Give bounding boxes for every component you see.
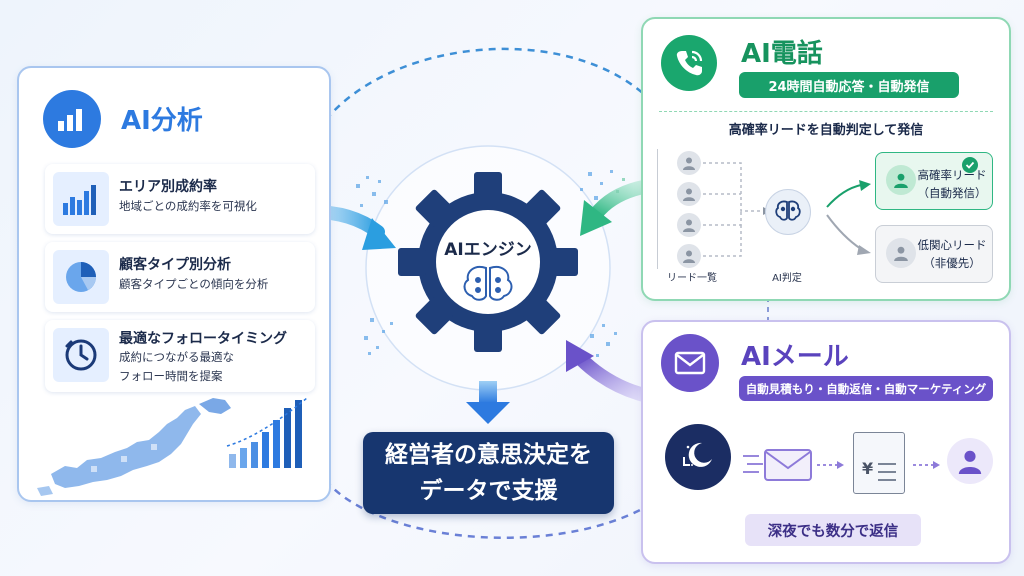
feature-title: 最適なフォロータイミング xyxy=(119,331,287,347)
banner-line-2: データで支援 xyxy=(419,478,558,504)
phone-badge: 24時間自動応答・自動発信 xyxy=(739,72,959,98)
low-interest-lead-box: 低関心リード （非優先） xyxy=(875,225,993,283)
analytics-bar-chart-icon xyxy=(43,90,101,148)
phone-subtitle: 高確率リードを自動判定して発信 xyxy=(728,123,924,138)
yen-symbol: ¥ xyxy=(862,459,874,478)
ai-phone-title: AI電話 xyxy=(741,39,823,69)
feature-title: 顧客タイプ別分析 xyxy=(119,257,231,273)
bar-chart-icon xyxy=(53,172,109,226)
mail-flow xyxy=(743,449,940,481)
quote-document-icon: ¥ xyxy=(853,432,905,494)
feature-follow-timing: 最適なフォロータイミング 成約につながる最適な フォロー時間を提案 xyxy=(45,320,315,392)
phone-icon xyxy=(661,35,717,91)
down-arrow-stem xyxy=(479,381,497,403)
feature-customer-type: 顧客タイプ別分析 顧客タイプごとの傾向を分析 xyxy=(45,242,315,312)
ai-analysis-panel: AI分析 エリア別成約率 地域ごとの成約率を可視化 顧客タイプ別分析 顧客タイプ… xyxy=(17,66,331,502)
high-lead-person-icon xyxy=(886,165,916,195)
check-icon xyxy=(962,157,978,173)
customer-person-icon xyxy=(947,438,993,484)
lead-person-icon xyxy=(677,182,701,206)
lead-list-label: リード一覧 xyxy=(667,273,717,284)
ai-judge-label: AI判定 xyxy=(772,273,802,284)
ai-judge-brain-icon xyxy=(765,189,811,235)
low-lead-person-icon xyxy=(886,238,916,268)
pie-chart-icon xyxy=(53,250,109,304)
ai-mail-panel: AIメール 自動見積もり・自動返信・自動マーケティング ¥ 深夜でも数分で返信 xyxy=(641,320,1011,564)
clock-icon xyxy=(53,328,109,382)
high-probability-lead-box: 高確率リード （自動発信） xyxy=(875,152,993,210)
feature-area-conversion: エリア別成約率 地域ごとの成約率を可視化 xyxy=(45,164,315,234)
mail-icon xyxy=(661,334,719,392)
ai-mail-title: AIメール xyxy=(741,342,849,372)
lead-person-icon xyxy=(677,244,701,268)
high-lead-label: 高確率リード xyxy=(917,168,987,182)
feature-title: エリア別成約率 xyxy=(119,179,217,195)
banner-line-1: 経営者の意思決定を xyxy=(385,442,592,468)
feature-desc-line1: 成約につながる最適な xyxy=(119,350,234,364)
mail-footer-badge: 深夜でも数分で返信 xyxy=(745,514,921,546)
decision-support-banner: 経営者の意思決定を データで支援 xyxy=(363,432,614,514)
ai-analysis-title: AI分析 xyxy=(121,106,203,136)
feature-desc: 地域ごとの成約率を可視化 xyxy=(119,199,257,213)
down-arrow-head xyxy=(466,402,510,424)
mail-badge: 自動見積もり・自動返信・自動マーケティング xyxy=(739,376,993,401)
feature-desc-line2: フォロー時間を提案 xyxy=(119,369,223,383)
feature-desc: 顧客タイプごとの傾向を分析 xyxy=(119,277,269,291)
ai-phone-panel: AI電話 24時間自動応答・自動発信 高確率リードを自動判定して発信 リード一覧… xyxy=(641,17,1011,301)
lead-person-icon xyxy=(677,151,701,175)
envelope-icon xyxy=(764,449,812,481)
low-lead-sub: （非優先） xyxy=(923,256,981,270)
data-particles xyxy=(356,170,617,357)
dashed-ring-top xyxy=(316,47,646,131)
ai-engine-label: AIエンジン xyxy=(444,240,532,260)
dashed-ring-bottom xyxy=(316,469,641,539)
ai-engine-gear xyxy=(398,172,578,352)
lead-person-icon xyxy=(677,213,701,237)
japan-map-growth-chart xyxy=(37,397,308,496)
night-moon-icon xyxy=(665,424,731,490)
brain-icon xyxy=(463,266,513,301)
high-lead-sub: （自動発信） xyxy=(917,186,987,200)
low-lead-label: 低関心リード xyxy=(917,238,987,252)
